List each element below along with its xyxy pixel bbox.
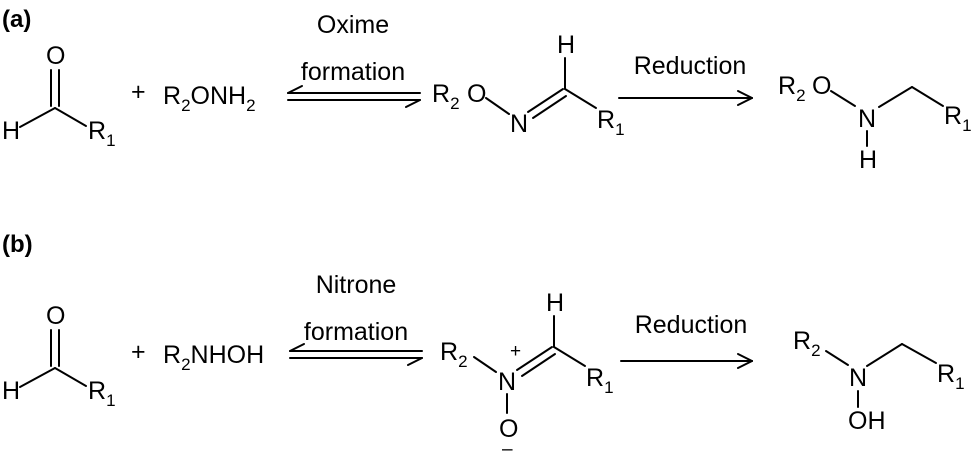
reduction-b-label: Reduction	[635, 311, 748, 339]
nitrone-intermediate: R2 N + H R1 O –	[440, 289, 614, 457]
reduction-a-head-2	[737, 97, 753, 106]
oxime-hydrogen: H	[557, 31, 575, 59]
product-a-hydrogen: H	[859, 146, 877, 174]
aldehyde-b-bond-r	[54, 367, 87, 387]
nitrone-r2: R2	[440, 338, 468, 371]
oxime-nitrogen: N	[510, 110, 528, 138]
aldehyde-b-bond-h	[19, 367, 56, 388]
oxime-r2: R2	[432, 80, 460, 113]
oxime-double-bond-1	[527, 88, 564, 113]
reduction-arrow-a: Reduction	[618, 52, 753, 106]
product-b-r2: R2	[793, 327, 821, 360]
panel-a-label: (a)	[2, 6, 31, 33]
product-b-bond-n-ch2	[866, 343, 903, 367]
reduction-a-label: Reduction	[634, 52, 747, 80]
aldehyde-b-hydrogen: H	[2, 377, 20, 405]
product-b-nitrogen: N	[849, 364, 867, 392]
arrow-b-forward-head	[407, 357, 423, 366]
product-b-bond-ch2-r1	[901, 343, 937, 364]
arrow-a-label-line1: Oxime	[317, 11, 389, 39]
product-b-bond-r2-n	[825, 350, 849, 366]
reduction-a-head-1	[737, 90, 753, 99]
nitrone-bond-r2-n	[473, 356, 497, 373]
product-b: R2 N R1 OH	[793, 327, 965, 435]
aldehyde-a-bond-h	[19, 107, 56, 128]
arrow-a-forward-head	[405, 99, 421, 108]
product-a-oxygen: O	[812, 72, 831, 100]
nitrone-n-charge: +	[510, 341, 521, 362]
oxime-bond-o-n	[485, 97, 510, 115]
product-a-bond-o-n	[830, 90, 856, 107]
reduction-b-head-2	[737, 360, 753, 369]
oxime-r1: R1	[597, 106, 625, 139]
product-a-nitrogen: N	[858, 105, 876, 133]
arrow-b-back-head	[289, 343, 305, 352]
nitrone-nitrogen: N	[498, 368, 516, 396]
nitrone-double-bond-2	[521, 353, 556, 377]
reagent-a: R2ONH2	[163, 82, 256, 115]
arrow-b-label-line1: Nitrone	[316, 271, 397, 299]
aldehyde-a-r1: R1	[88, 117, 116, 150]
nitrone-oxygen: O	[499, 415, 518, 443]
product-a-bond-ch2-r1	[911, 86, 944, 107]
reduction-b-head-1	[737, 353, 753, 362]
nitrone-hydrogen: H	[546, 289, 564, 317]
arrow-a-back-head	[287, 85, 303, 94]
plus-b: +	[131, 338, 146, 366]
oxime-intermediate: R2 O N H R1	[432, 31, 625, 139]
aldehyde-a-hydrogen: H	[2, 117, 20, 145]
equilibrium-arrow-a: Oxime formation	[287, 11, 421, 108]
reduction-arrow-b: Reduction	[620, 311, 753, 369]
product-a: R2 O N H R1	[778, 72, 972, 174]
nitrone-r1: R1	[586, 364, 614, 397]
equilibrium-arrow-b: Nitrone formation	[289, 271, 423, 366]
product-b-hydroxyl: OH	[848, 407, 886, 435]
aldehyde-a: O H R1	[2, 42, 116, 150]
aldehyde-a-oxygen: O	[46, 42, 65, 70]
product-a-r2: R2	[778, 72, 806, 105]
panel-b: (b) O H R1 + R2NHOH Nitrone formation R2…	[2, 231, 965, 457]
arrow-a-label-line2: formation	[301, 58, 405, 86]
aldehyde-b: O H R1	[2, 302, 116, 410]
oxime-double-bond-2	[532, 95, 567, 119]
plus-a: +	[131, 78, 146, 106]
aldehyde-b-oxygen: O	[46, 302, 65, 330]
nitrone-o-charge: –	[502, 439, 513, 457]
panel-b-label: (b)	[2, 231, 33, 258]
arrow-b-label-line2: formation	[304, 318, 408, 346]
oxime-bond-r1	[564, 88, 597, 109]
nitrone-bond-r1	[553, 346, 586, 367]
aldehyde-a-bond-r	[54, 107, 87, 127]
oxime-oxygen: O	[467, 80, 486, 108]
product-a-bond-n-ch2	[878, 86, 913, 108]
nitrone-double-bond-1	[516, 346, 553, 371]
product-b-r1: R1	[937, 360, 965, 393]
aldehyde-b-r1: R1	[88, 377, 116, 410]
product-a-r1: R1	[944, 102, 972, 135]
panel-a: (a) O H R1 + R2ONH2 Oxime formation R2 O	[2, 6, 972, 174]
reagent-b: R2NHOH	[163, 341, 264, 374]
